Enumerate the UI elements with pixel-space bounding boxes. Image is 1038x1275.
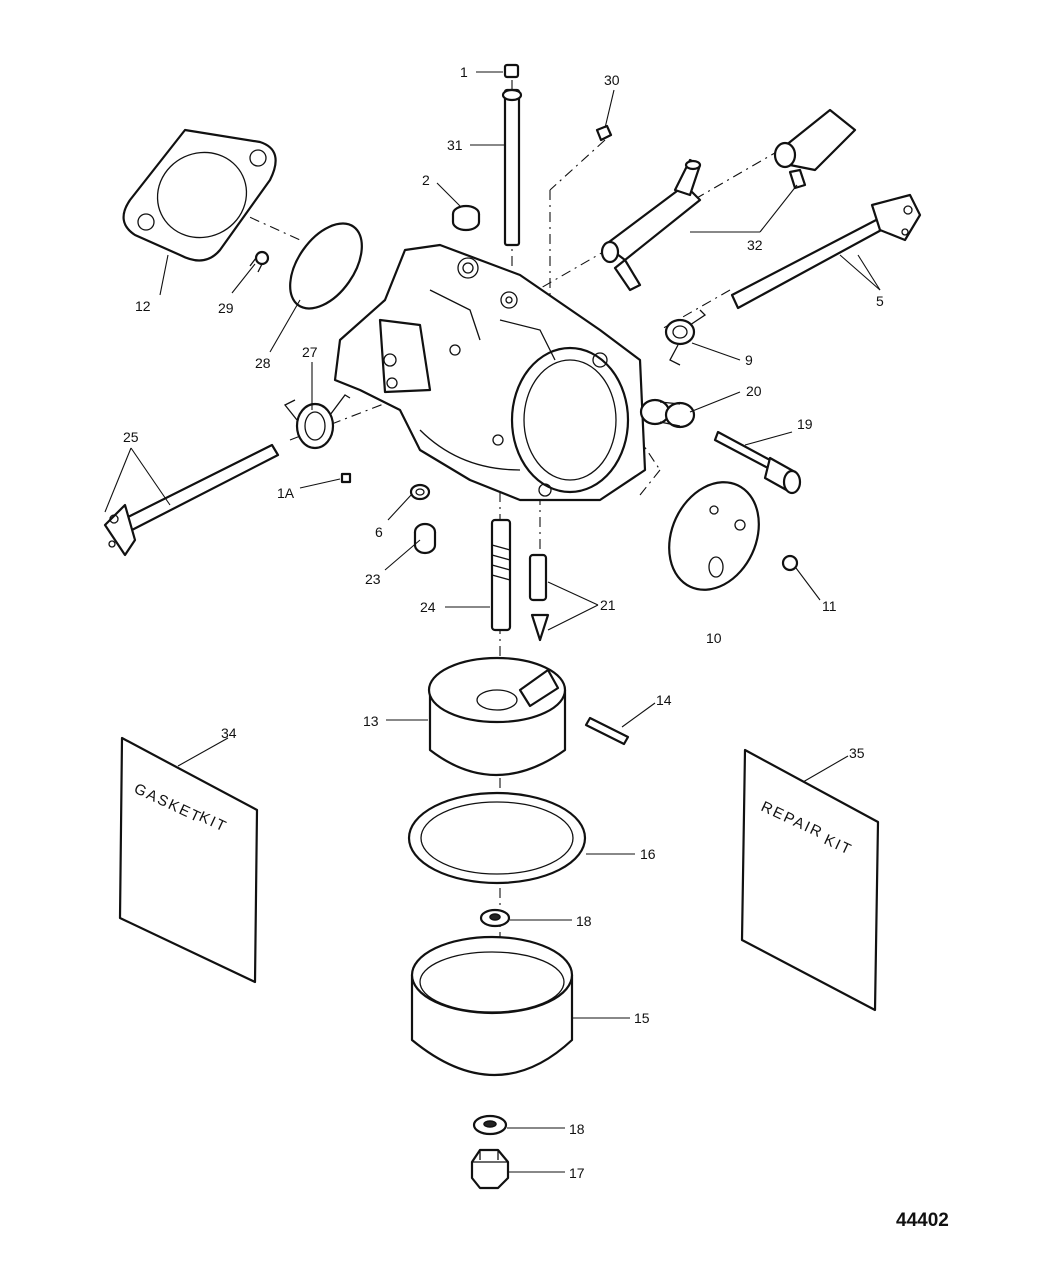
part-18-washer-upper xyxy=(479,908,511,928)
callout-20: 20 xyxy=(746,383,762,399)
part-17-nut xyxy=(470,1148,510,1190)
part-24-nozzle xyxy=(490,518,512,632)
part-21-needle-seat xyxy=(528,553,550,642)
part-16-gasket-ring xyxy=(407,791,587,885)
callout-6: 6 xyxy=(375,524,383,540)
part-27-spring xyxy=(283,394,351,450)
part-28-plate xyxy=(289,222,363,310)
callout-2: 2 xyxy=(422,172,430,188)
part-31-tube xyxy=(501,88,523,247)
callout-11: 11 xyxy=(822,598,837,614)
part-9-spring xyxy=(664,309,707,366)
part-23-jet xyxy=(413,522,437,555)
leader-lines xyxy=(104,71,881,1173)
callout-30: 30 xyxy=(604,72,620,88)
part-25-choke-shaft xyxy=(103,443,280,557)
callout-31: 31 xyxy=(447,137,463,153)
callout-1a: 1A xyxy=(277,485,295,501)
callout-18a: 18 xyxy=(576,913,592,929)
callout-16: 16 xyxy=(640,846,656,862)
callout-14: 14 xyxy=(656,692,672,708)
callout-10: 10 xyxy=(706,630,722,646)
callout-23: 23 xyxy=(365,571,381,587)
callout-32: 32 xyxy=(747,237,763,253)
part-5-shaft xyxy=(730,193,922,310)
callout-18b: 18 xyxy=(569,1121,585,1137)
gasket-kit-card: GASKET KIT xyxy=(118,736,259,984)
callout-12: 12 xyxy=(135,298,151,314)
part-30-screw xyxy=(595,124,613,142)
callout-27: 27 xyxy=(302,344,318,360)
part-10-plate xyxy=(668,481,760,591)
callout-28: 28 xyxy=(255,355,271,371)
part-2-plug xyxy=(451,204,481,232)
callout-29: 29 xyxy=(218,300,234,316)
callout-15: 15 xyxy=(634,1010,650,1026)
part-20-spring xyxy=(639,398,696,429)
callout-21: 21 xyxy=(600,597,616,613)
callout-19: 19 xyxy=(797,416,813,432)
part-11-screw xyxy=(781,554,799,572)
part-14-pin xyxy=(584,716,630,746)
callout-13: 13 xyxy=(363,713,379,729)
callout-1: 1 xyxy=(460,64,468,80)
carburetor-body xyxy=(333,243,647,502)
part-1-cap xyxy=(503,63,520,79)
part-6-clip xyxy=(409,483,431,501)
callout-25: 25 xyxy=(123,429,139,445)
part-19-screw xyxy=(713,430,802,495)
part-15-float-bowl xyxy=(410,935,574,1077)
part-1a-ball xyxy=(340,472,352,484)
callout-24: 24 xyxy=(420,599,436,615)
callout-9: 9 xyxy=(745,352,753,368)
part-12-gasket xyxy=(122,128,277,262)
callout-labels: 1 30 31 2 12 29 28 32 5 9 27 20 19 25 1A… xyxy=(123,64,884,1181)
part-32-fittings xyxy=(600,108,857,292)
callout-35: 35 xyxy=(849,745,865,761)
part-18-washer-lower xyxy=(472,1114,508,1136)
callout-34: 34 xyxy=(221,725,237,741)
part-13-float xyxy=(427,656,567,776)
callout-5: 5 xyxy=(876,293,884,309)
repair-kit-card: REPAIR KIT xyxy=(740,748,880,1012)
figure-number: 44402 xyxy=(896,1210,949,1231)
part-29-screw xyxy=(249,250,270,273)
callout-17: 17 xyxy=(569,1165,585,1181)
